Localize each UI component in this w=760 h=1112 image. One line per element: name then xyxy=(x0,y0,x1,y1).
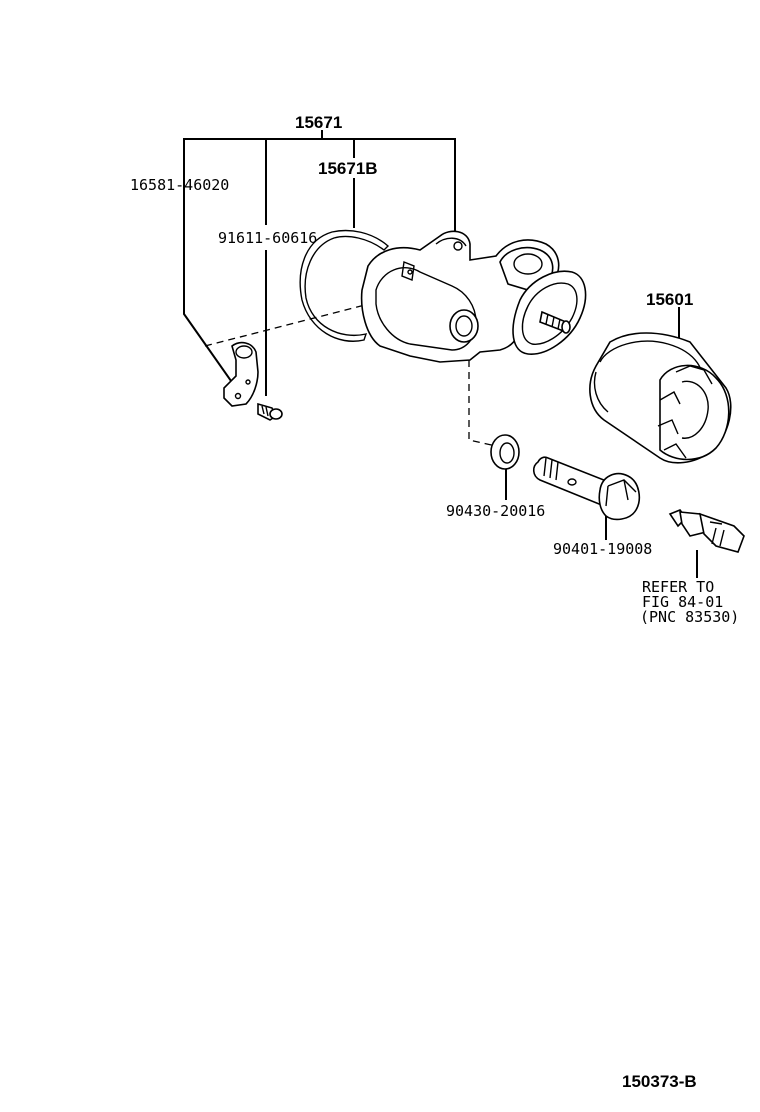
small-bolt-part xyxy=(257,402,283,421)
label-bracket: 16581-46020 xyxy=(130,176,229,194)
union-bolt-part xyxy=(532,456,641,521)
label-refer-line-1: REFER TO xyxy=(642,578,714,596)
pressure-sensor-part xyxy=(668,509,745,553)
label-assembly: 15671 xyxy=(295,113,342,132)
label-small-bolt: 91611-60616 xyxy=(218,229,317,247)
figure-code: 150373-B xyxy=(622,1072,697,1091)
label-washer: 90430-20016 xyxy=(446,502,545,520)
label-refer-line-2: FIG 84-01 xyxy=(642,593,723,611)
oil-filter-part xyxy=(589,332,732,464)
oil-filter-bracket-part xyxy=(360,230,587,363)
leader-lines xyxy=(183,130,698,578)
label-oil-filter: 15601 xyxy=(646,290,693,309)
label-gasket: 15671B xyxy=(318,159,378,178)
callout-labels: 15671 15671B 16581-46020 91611-60616 156… xyxy=(130,113,739,1091)
label-refer-line-3: (PNC 83530) xyxy=(640,608,739,626)
label-union-bolt: 90401-19008 xyxy=(553,540,652,558)
bracket-part xyxy=(223,341,259,407)
washer-part xyxy=(490,434,520,470)
gasket-part xyxy=(299,229,390,342)
